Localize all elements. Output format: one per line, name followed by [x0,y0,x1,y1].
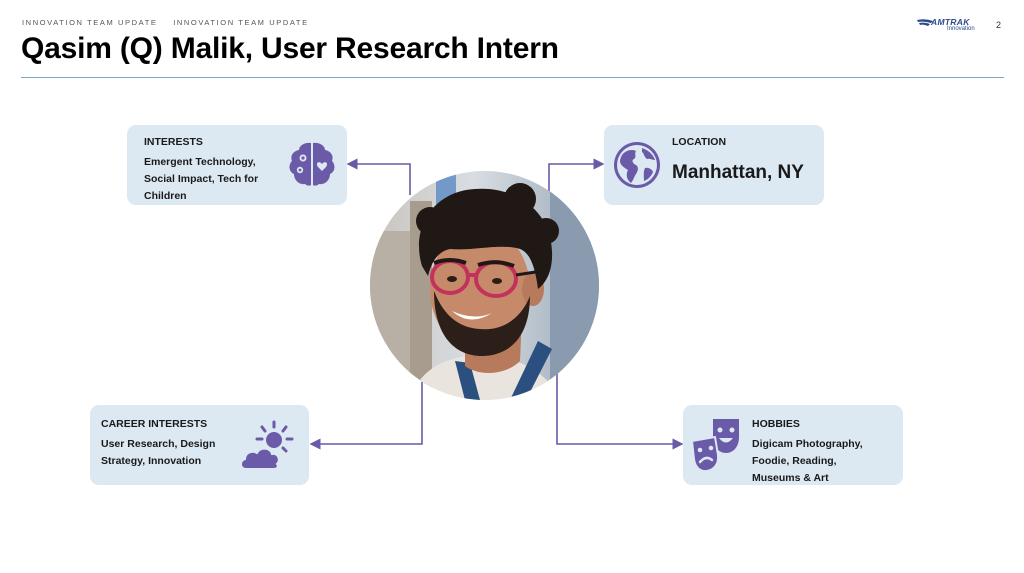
hobbies-line-3: Museums & Art [752,472,829,484]
globe-icon [614,142,660,188]
hobbies-heading: HOBBIES [752,418,800,430]
location-value: Manhattan, NY [672,162,804,183]
theater-masks-icon [690,419,739,473]
brain-icon [289,142,335,186]
location-card: LOCATION Manhattan, NY [604,125,824,205]
connector-hobbies [556,372,684,450]
interests-heading: INTERESTS [144,136,203,148]
career-line-2: Strategy, Innovation [101,455,202,467]
header-kicker: INNOVATION TEAM UPDATE INNOVATION TEAM U… [22,18,309,27]
hobbies-line-2: Foodie, Reading, [752,455,837,467]
location-heading: LOCATION [672,136,727,148]
page-number: 2 [996,20,1002,30]
hobbies-line-1: Digicam Photography, [752,438,863,450]
career-interests-card: CAREER INTERESTS User Research, Design S… [90,405,309,485]
logo-sub: Innovation [947,26,975,32]
amtrak-logo: AMTRAK Innovation [917,17,985,35]
career-body: User Research, Design Strategy, Innovati… [101,436,231,470]
connector-interests [346,158,411,195]
connector-location [548,158,605,192]
career-line-1: User Research, Design [101,438,216,450]
partly-sunny-icon [240,420,294,470]
interests-line-3: Children [144,190,187,202]
interests-body: Emergent Technology, Social Impact, Tech… [144,154,269,205]
kicker-text-2: INNOVATION TEAM UPDATE [173,18,309,27]
interests-line-1: Emergent Technology, [144,156,256,168]
interests-line-2: Social Impact, Tech for [144,173,259,185]
kicker-text-1: INNOVATION TEAM UPDATE [22,18,158,27]
logo-brand: AMTRAK [931,17,970,27]
interests-card: INTERESTS Emergent Technology, Social Im… [127,125,347,205]
page-title: Qasim (Q) Malik, User Research Intern [21,32,559,65]
career-heading: CAREER INTERESTS [101,418,208,430]
hobbies-body: Digicam Photography, Foodie, Reading, Mu… [752,436,892,487]
title-divider [21,77,1004,78]
profile-photo [370,171,599,400]
connector-career [309,382,423,450]
amtrak-swoosh-icon [917,19,933,26]
profile-portrait-illustration [370,171,599,400]
hobbies-card: HOBBIES Digicam Photography, Foodie, Rea… [683,405,903,485]
